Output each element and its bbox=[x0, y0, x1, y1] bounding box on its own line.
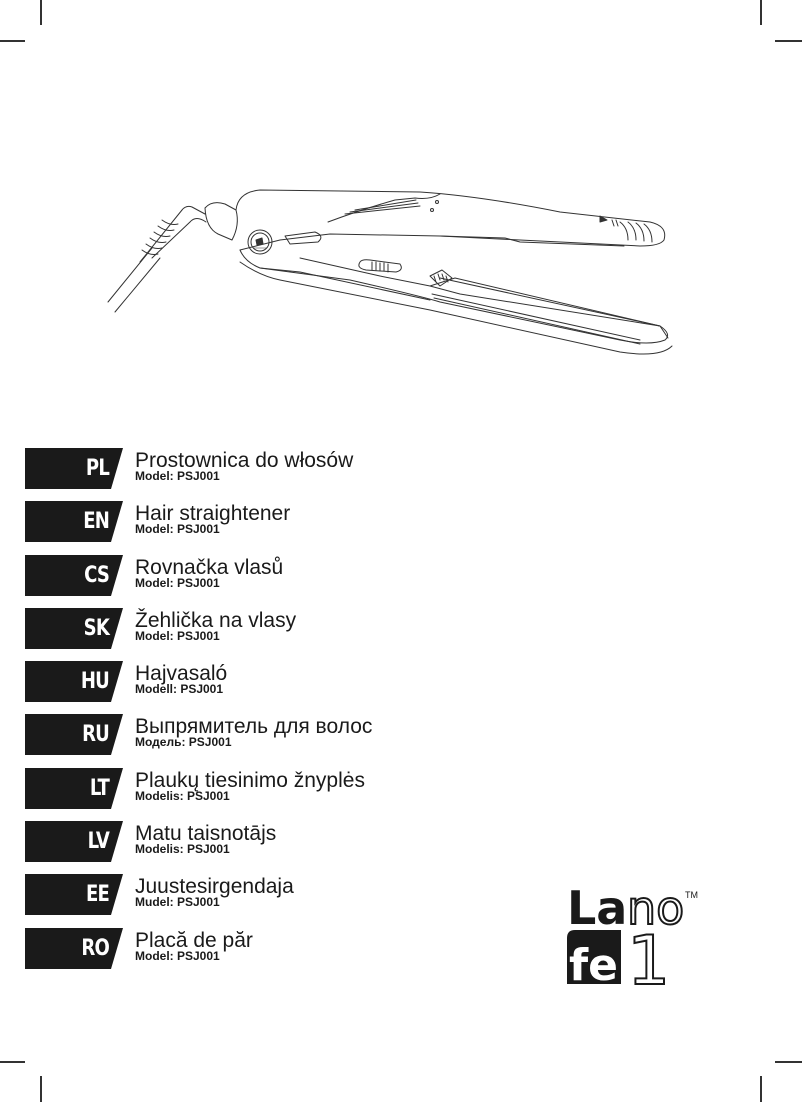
product-title: Placă de păr bbox=[135, 928, 253, 952]
model-label: Modell: PSJ001 bbox=[135, 682, 224, 697]
language-badge: PL bbox=[25, 448, 123, 489]
crop-mark-bottom-left-v bbox=[40, 1076, 42, 1102]
language-code: LT bbox=[89, 775, 110, 801]
language-code: RO bbox=[81, 935, 109, 961]
language-code: RU bbox=[82, 722, 110, 748]
language-badge: LT bbox=[25, 767, 123, 809]
language-code: PL bbox=[85, 456, 110, 481]
language-badge: SK bbox=[25, 607, 123, 649]
product-title: Žehlička na vlasy bbox=[135, 608, 297, 632]
model-label: Modelis: PSJ001 bbox=[135, 788, 230, 803]
product-title: Выпрямитель для волос bbox=[135, 715, 373, 739]
brand-logo: La no TM fe 1 bbox=[565, 880, 700, 1002]
product-title: Matu taisnotājs bbox=[135, 822, 277, 846]
logo-text-1: 1 bbox=[627, 922, 670, 990]
model-label: Model: PSJ001 bbox=[135, 469, 220, 483]
language-badge: LV bbox=[25, 821, 123, 863]
logo-text-la: La bbox=[567, 881, 627, 935]
product-title: Hajvasaló bbox=[135, 662, 228, 686]
model-label: Model: PSJ001 bbox=[135, 522, 220, 537]
language-badge: CS bbox=[25, 554, 123, 596]
product-title: Prostownica do włosów bbox=[135, 449, 354, 472]
model-label: Model: PSJ001 bbox=[135, 628, 220, 643]
logo-text-no: no bbox=[627, 881, 684, 935]
hair-straightener-illustration bbox=[95, 170, 715, 380]
product-title: Hair straightener bbox=[135, 502, 291, 526]
crop-mark-top-left-v bbox=[40, 0, 42, 25]
model-label: Модель: PSJ001 bbox=[135, 735, 232, 750]
product-title: Juustesirgendaja bbox=[135, 875, 294, 899]
model-label: Mudel: PSJ001 bbox=[135, 895, 220, 910]
model-label: Model: PSJ001 bbox=[135, 948, 220, 963]
language-badge: EE bbox=[25, 874, 123, 916]
language-badge: HU bbox=[25, 661, 123, 703]
crop-mark-bottom-left-h bbox=[0, 1061, 25, 1063]
trademark-symbol: TM bbox=[685, 890, 698, 900]
language-code: EE bbox=[85, 882, 110, 908]
model-label: Model: PSJ001 bbox=[135, 575, 220, 590]
language-badge: RO bbox=[25, 927, 123, 969]
crop-mark-top-left-h bbox=[0, 40, 25, 42]
language-code: HU bbox=[80, 669, 110, 695]
language-badge: EN bbox=[25, 501, 123, 543]
logo-text-fe: fe bbox=[569, 940, 618, 990]
crop-mark-top-right-v bbox=[760, 0, 762, 25]
product-title: Plaukų tiesinimo žnyplės bbox=[135, 768, 365, 792]
language-code: SK bbox=[83, 615, 110, 641]
language-code: CS bbox=[84, 562, 110, 588]
product-title: Rovnačka vlasů bbox=[135, 555, 284, 579]
model-label: Modelis: PSJ001 bbox=[135, 842, 230, 857]
crop-mark-bottom-right-v bbox=[760, 1076, 762, 1102]
crop-mark-top-right-h bbox=[775, 40, 802, 42]
language-badge: RU bbox=[25, 714, 123, 756]
language-code: LV bbox=[87, 829, 110, 855]
language-code: EN bbox=[83, 509, 110, 535]
crop-mark-bottom-right-h bbox=[775, 1061, 802, 1063]
